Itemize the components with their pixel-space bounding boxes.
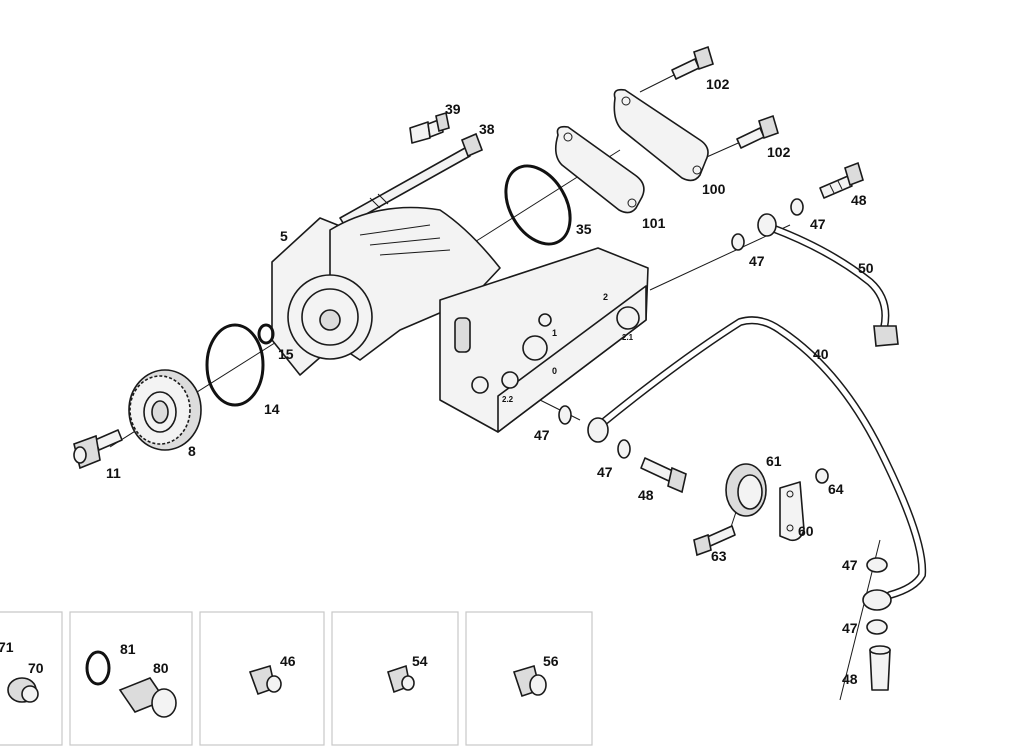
- pipe-40: [587, 316, 927, 611]
- callout-47-top-b: 47: [749, 253, 765, 269]
- callout-40: 40: [813, 346, 829, 362]
- cover-plate-100: [613, 88, 709, 182]
- callout-47-mid-b: 47: [597, 464, 613, 480]
- callout-35: 35: [576, 221, 592, 237]
- detail-box-56: [465, 611, 593, 746]
- o-ring-15: [257, 323, 275, 345]
- o-ring-14: [205, 323, 265, 407]
- callout-46: 46: [280, 653, 296, 669]
- bolt-11: [73, 429, 123, 470]
- callout-48-bottom: 48: [842, 671, 858, 687]
- washer-47-top-b: [731, 233, 745, 251]
- washer-47-mid-a: [558, 405, 572, 425]
- pipe-50: [757, 213, 899, 347]
- callout-50: 50: [858, 260, 874, 276]
- bolt-39: [409, 111, 450, 144]
- callout-38: 38: [479, 121, 495, 137]
- detail-box-70-71: [0, 611, 63, 746]
- detail-box-80-81: [69, 611, 193, 746]
- cover-61: [725, 463, 767, 517]
- callout-61: 61: [766, 453, 782, 469]
- gear-8: [128, 369, 202, 451]
- banjo-bolt-48-bottom: [869, 645, 891, 691]
- callout-48-top: 48: [851, 192, 867, 208]
- callout-47-bottom-b: 47: [842, 620, 858, 636]
- plug-64: [815, 468, 829, 484]
- bolt-63: [693, 525, 736, 557]
- callout-8: 8: [188, 443, 196, 459]
- banjo-bolt-48-top: [819, 161, 864, 199]
- callout-54: 54: [412, 653, 428, 669]
- compressor-housing-5: [271, 206, 649, 433]
- bolt-102-middle: [736, 114, 779, 149]
- washer-47-bottom-b: [866, 619, 888, 635]
- housing-marking-2: 2: [603, 292, 608, 302]
- callout-39: 39: [445, 101, 461, 117]
- housing-marking-1: 1: [552, 328, 557, 338]
- washer-47-bottom-a: [866, 557, 888, 573]
- bolt-102-top: [671, 45, 714, 80]
- callout-60: 60: [798, 523, 814, 539]
- washer-47-mid-b: [617, 439, 631, 459]
- detail-box-46: [199, 611, 325, 746]
- callout-102-middle: 102: [767, 144, 791, 160]
- callout-47-mid-a: 47: [534, 427, 550, 443]
- washer-47-top-a: [790, 198, 804, 216]
- callout-102-top: 102: [706, 76, 730, 92]
- callout-56: 56: [543, 653, 559, 669]
- callout-81: 81: [120, 641, 136, 657]
- callout-101: 101: [642, 215, 666, 231]
- detail-box-54: [331, 611, 459, 746]
- banjo-bolt-48-middle: [640, 457, 687, 494]
- callout-48-middle: 48: [638, 487, 654, 503]
- o-ring-35: [504, 164, 572, 246]
- callout-47-bottom-a: 47: [842, 557, 858, 573]
- callout-47-top-a: 47: [810, 216, 826, 232]
- housing-marking-2-1: 2.1: [622, 333, 634, 342]
- callout-70: 70: [28, 660, 44, 676]
- callout-11: 11: [106, 465, 121, 481]
- callout-100: 100: [702, 181, 726, 197]
- callout-63: 63: [711, 548, 727, 564]
- callout-5: 5: [280, 228, 288, 244]
- gasket-101: [554, 125, 645, 214]
- callout-71: 71: [0, 639, 14, 655]
- callout-64: 64: [828, 481, 844, 497]
- housing-marking-2-2: 2.2: [502, 395, 514, 404]
- housing-marking-0: 0: [552, 366, 557, 376]
- callout-80: 80: [153, 660, 169, 676]
- bracket-60: [779, 481, 805, 542]
- callout-15: 15: [278, 346, 294, 362]
- callout-14: 14: [264, 401, 280, 417]
